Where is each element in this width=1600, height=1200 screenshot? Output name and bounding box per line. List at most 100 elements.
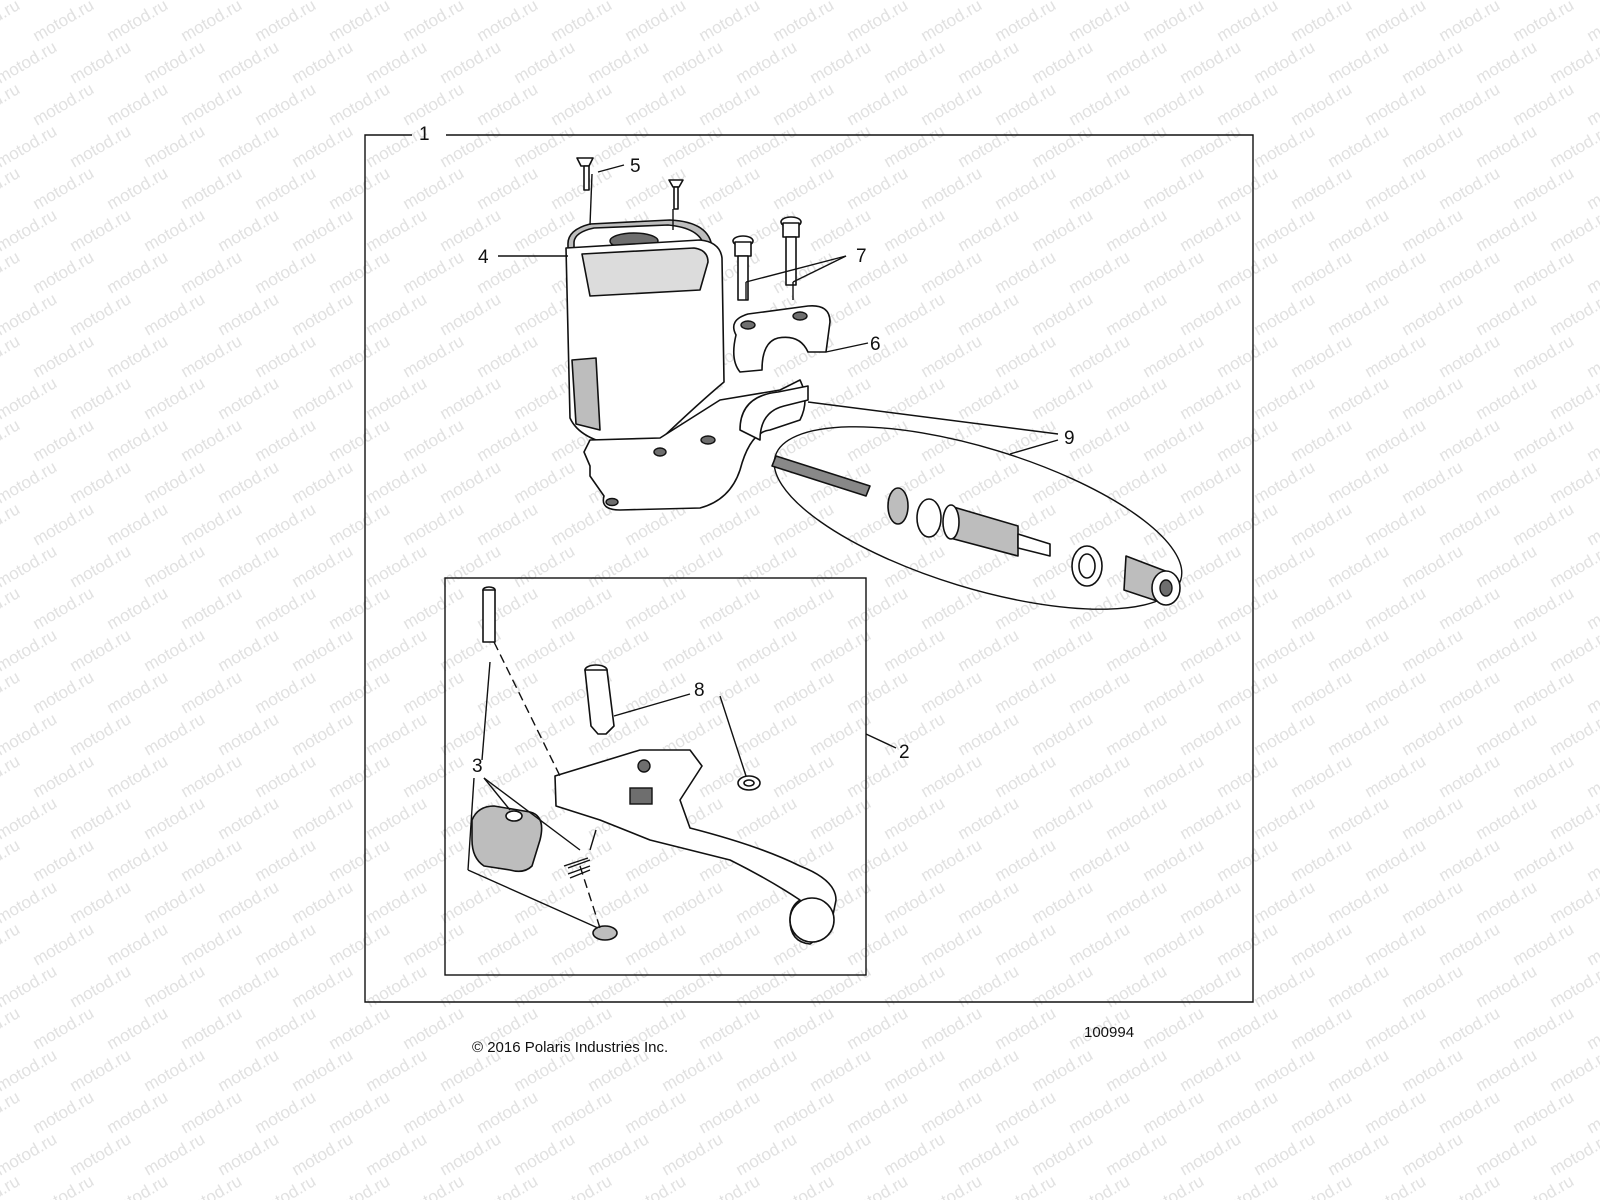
watermark-text: motod.ru xyxy=(696,919,764,969)
watermark-text: motod.ru xyxy=(215,1045,283,1095)
watermark-text: motod.ru xyxy=(252,835,320,885)
watermark-text: motod.ru xyxy=(1510,583,1578,633)
watermark-text: motod.ru xyxy=(0,415,23,465)
watermark-text: motod.ru xyxy=(400,163,468,213)
watermark-text: motod.ru xyxy=(1140,1003,1208,1053)
watermark-text: motod.ru xyxy=(1436,835,1504,885)
watermark-text: motod.ru xyxy=(1362,1087,1430,1137)
watermark-text: motod.ru xyxy=(1473,457,1541,507)
callout-3: 3 xyxy=(472,756,483,777)
watermark-text: motod.ru xyxy=(1214,79,1282,129)
watermark-text: motod.ru xyxy=(67,1045,135,1095)
watermark-text: motod.ru xyxy=(1214,835,1282,885)
watermark-text: motod.ru xyxy=(1177,37,1245,87)
watermark-text: motod.ru xyxy=(585,37,653,87)
watermark-text: motod.ru xyxy=(326,1003,394,1053)
watermark-text: motod.ru xyxy=(0,457,60,507)
watermark-text: motod.ru xyxy=(511,121,579,171)
watermark-text: motod.ru xyxy=(1473,37,1541,87)
watermark-text: motod.ru xyxy=(733,793,801,843)
watermark-text: motod.ru xyxy=(252,919,320,969)
watermark-text: motod.ru xyxy=(215,541,283,591)
watermark-text: motod.ru xyxy=(363,37,431,87)
watermark-text: motod.ru xyxy=(770,583,838,633)
watermark-text: motod.ru xyxy=(1140,919,1208,969)
watermark-text: motod.ru xyxy=(548,499,616,549)
watermark-text: motod.ru xyxy=(844,583,912,633)
watermark-text: motod.ru xyxy=(1584,667,1600,717)
watermark-text: motod.ru xyxy=(992,0,1060,45)
watermark-text: motod.ru xyxy=(1584,1003,1600,1053)
watermark-text: motod.ru xyxy=(1251,541,1319,591)
watermark-text: motod.ru xyxy=(1399,1129,1467,1179)
watermark-text: motod.ru xyxy=(992,1171,1060,1200)
watermark-text: motod.ru xyxy=(67,625,135,675)
watermark-text: motod.ru xyxy=(992,415,1060,465)
watermark-text: motod.ru xyxy=(881,289,949,339)
watermark-text: motod.ru xyxy=(1547,121,1600,171)
watermark-text: motod.ru xyxy=(992,163,1060,213)
watermark-text: motod.ru xyxy=(1103,709,1171,759)
watermark-text: motod.ru xyxy=(1214,415,1282,465)
watermark-text: motod.ru xyxy=(215,877,283,927)
watermark-text: motod.ru xyxy=(30,583,98,633)
watermark-text: motod.ru xyxy=(67,205,135,255)
watermark-text: motod.ru xyxy=(1177,877,1245,927)
watermark-text: motod.ru xyxy=(1399,877,1467,927)
watermark-text: motod.ru xyxy=(289,793,357,843)
watermark-text: motod.ru xyxy=(141,1129,209,1179)
watermark-text: motod.ru xyxy=(0,289,60,339)
watermark-text: motod.ru xyxy=(1288,79,1356,129)
watermark-text: motod.ru xyxy=(1510,1087,1578,1137)
watermark-text: motod.ru xyxy=(1214,583,1282,633)
watermark-text: motod.ru xyxy=(67,1129,135,1179)
watermark-text: motod.ru xyxy=(400,1003,468,1053)
watermark-text: motod.ru xyxy=(0,877,60,927)
watermark-text: motod.ru xyxy=(326,79,394,129)
watermark-text: motod.ru xyxy=(363,205,431,255)
watermark-text: motod.ru xyxy=(1510,835,1578,885)
watermark-text: motod.ru xyxy=(1473,1045,1541,1095)
watermark-text: motod.ru xyxy=(1399,793,1467,843)
watermark-text: motod.ru xyxy=(30,667,98,717)
lever-clip-part xyxy=(737,775,761,791)
watermark-text: motod.ru xyxy=(104,79,172,129)
watermark-text: motod.ru xyxy=(289,205,357,255)
watermark-text: motod.ru xyxy=(1399,457,1467,507)
watermark-text: motod.ru xyxy=(67,877,135,927)
watermark-text: motod.ru xyxy=(1584,1087,1600,1137)
watermark-text: motod.ru xyxy=(178,919,246,969)
watermark-text: motod.ru xyxy=(363,373,431,423)
watermark-text: motod.ru xyxy=(1362,331,1430,381)
watermark-text: motod.ru xyxy=(1584,0,1600,45)
watermark-text: motod.ru xyxy=(1584,1171,1600,1200)
watermark-text: motod.ru xyxy=(0,247,23,297)
watermark-text: motod.ru xyxy=(807,625,875,675)
watermark-text: motod.ru xyxy=(474,1087,542,1137)
watermark-text: motod.ru xyxy=(178,79,246,129)
watermark-text: motod.ru xyxy=(733,37,801,87)
watermark-text: motod.ru xyxy=(400,667,468,717)
watermark-text: motod.ru xyxy=(548,0,616,45)
watermark-text: motod.ru xyxy=(992,79,1060,129)
watermark-text: motod.ru xyxy=(844,835,912,885)
watermark-text: motod.ru xyxy=(326,1087,394,1137)
watermark-text: motod.ru xyxy=(400,0,468,45)
watermark-text: motod.ru xyxy=(1214,247,1282,297)
watermark-text: motod.ru xyxy=(141,709,209,759)
watermark-text: motod.ru xyxy=(1177,289,1245,339)
watermark-text: motod.ru xyxy=(1436,583,1504,633)
watermark-text: motod.ru xyxy=(733,709,801,759)
watermark-text: motod.ru xyxy=(215,1129,283,1179)
watermark-text: motod.ru xyxy=(1510,499,1578,549)
watermark-text: motod.ru xyxy=(104,0,172,45)
watermark-text: motod.ru xyxy=(992,751,1060,801)
clamp-bolt-part xyxy=(732,216,802,301)
watermark-text: motod.ru xyxy=(770,0,838,45)
watermark-text: motod.ru xyxy=(955,793,1023,843)
watermark-text: motod.ru xyxy=(659,961,727,1011)
watermark-text: motod.ru xyxy=(474,751,542,801)
watermark-text: motod.ru xyxy=(1251,457,1319,507)
watermark-text: motod.ru xyxy=(1362,247,1430,297)
